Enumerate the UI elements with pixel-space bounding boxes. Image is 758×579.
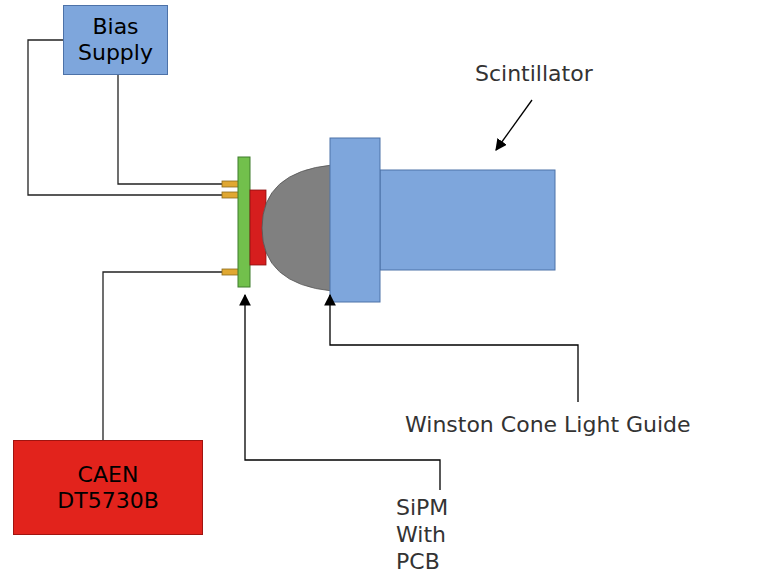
winston-cone	[262, 165, 332, 291]
pin	[222, 192, 239, 198]
part-label: SiPM With PCB	[396, 494, 466, 575]
supply-box: Bias Supply	[63, 5, 168, 75]
digitizer-box: CAEN DT5730B	[13, 440, 203, 535]
wires	[28, 40, 223, 440]
node-text-group: Bias Supply	[66, 14, 166, 66]
node-label: CAEN DT5730B	[48, 462, 168, 514]
pin	[222, 181, 239, 187]
scintillator-flange	[330, 138, 380, 302]
bias-wire	[118, 75, 223, 184]
leader-line	[245, 295, 440, 490]
part-label: Scintillator	[475, 60, 593, 87]
node-text-group: CAEN DT5730B	[48, 462, 168, 514]
pin	[222, 269, 239, 275]
scintillator-body	[380, 170, 555, 270]
pins	[222, 181, 239, 275]
signal-wire	[103, 272, 223, 440]
pcb	[238, 157, 250, 287]
leader-line	[330, 295, 578, 402]
node-label: Bias Supply	[66, 14, 166, 66]
leader-line	[496, 100, 532, 150]
part-label: Winston Cone Light Guide	[405, 411, 691, 438]
